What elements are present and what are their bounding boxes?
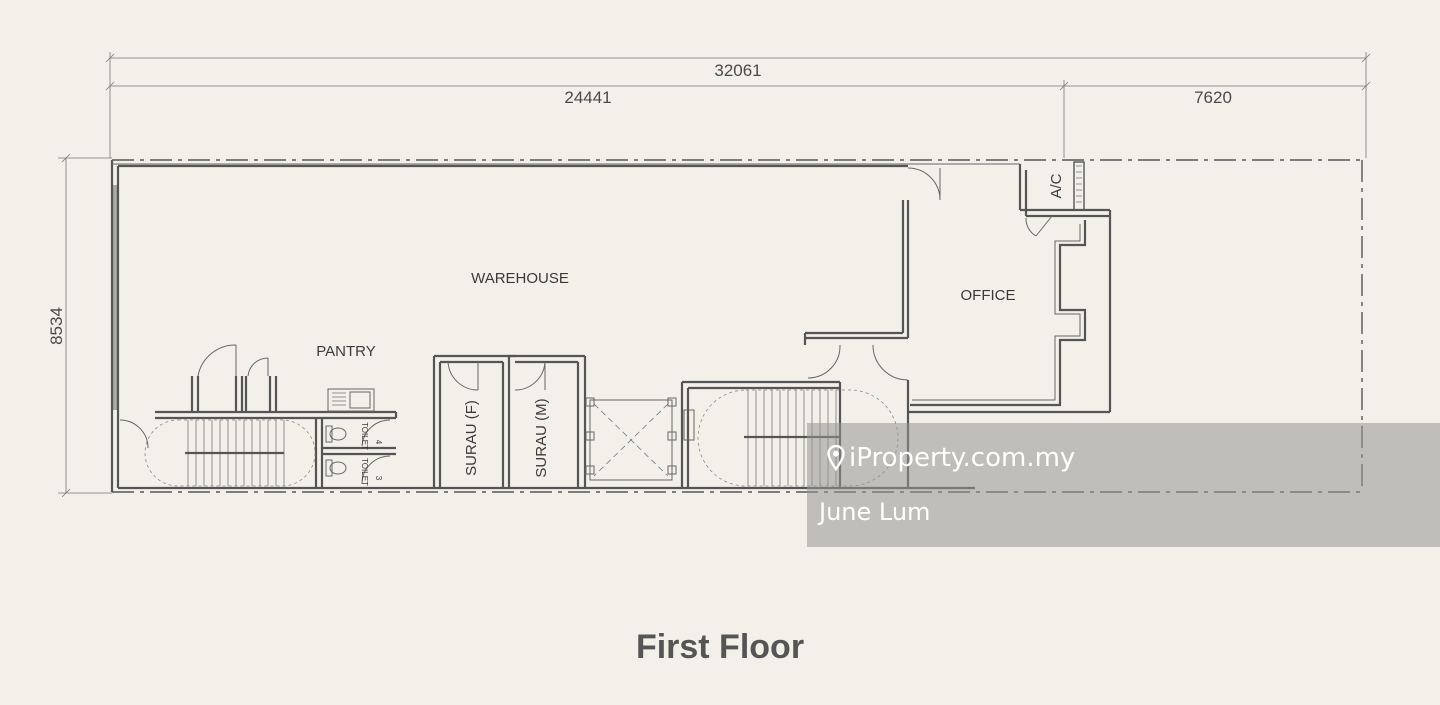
watermark-brand: iProperty.com.my	[827, 443, 1075, 473]
left-windows	[113, 185, 117, 410]
pantry-label: PANTRY	[316, 343, 375, 360]
left-section-dimension: 24441	[564, 88, 611, 107]
location-pin-icon	[827, 445, 845, 471]
office-label: OFFICE	[961, 287, 1016, 304]
toilets	[320, 412, 398, 488]
watermark-overlay: iProperty.com.my June Lum	[807, 423, 1440, 547]
watermark-user: June Lum	[819, 498, 931, 526]
toilet-3-label: TOILET	[360, 458, 369, 486]
floor-title: First Floor	[635, 628, 805, 666]
office-facade	[908, 161, 1112, 414]
left-staircase	[119, 344, 396, 488]
watermark-brand-text: iProperty.com.my	[849, 443, 1076, 473]
lift-void	[585, 382, 695, 488]
depth-dimension: 8534	[47, 307, 66, 345]
surau-m-label: SURAU (M)	[533, 398, 550, 477]
overall-dimension: 32061	[714, 61, 761, 80]
ac-label: A/C	[1048, 173, 1065, 198]
surau-rooms	[432, 354, 587, 488]
surau-f-label: SURAU (F)	[463, 400, 480, 476]
toilet-3-number: 3	[374, 476, 383, 481]
toilet-4-number: 4	[374, 440, 383, 445]
right-section-dimension: 7620	[1194, 88, 1232, 107]
warehouse-label: WAREHOUSE	[471, 270, 569, 287]
toilet-4-label: TOILET	[360, 422, 369, 450]
dimension-lines	[58, 52, 1371, 498]
